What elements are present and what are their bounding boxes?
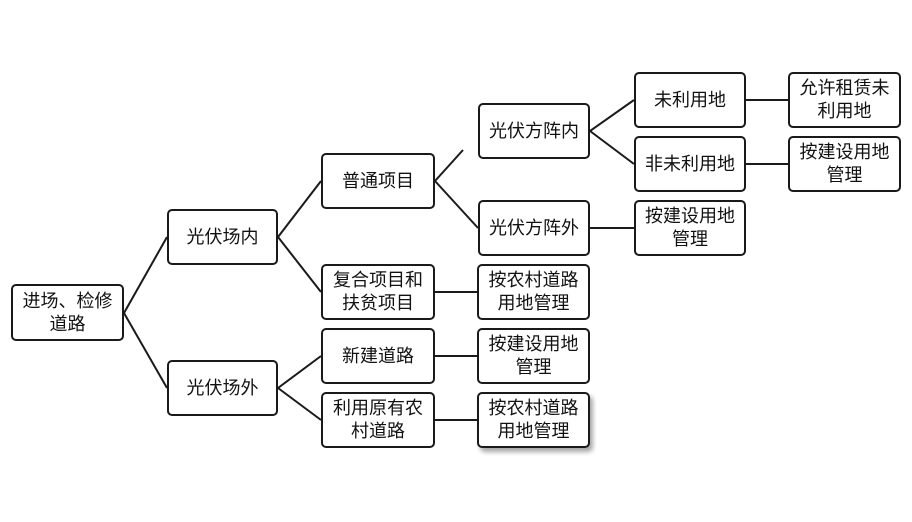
node-label: 按农村道路 用地管理	[488, 270, 579, 314]
node-label: 利用原有农 村道路	[333, 398, 423, 442]
node-reuse-road-rural-road-rule: 按农村道路 用地管理	[477, 392, 590, 448]
edge-root-pv-in	[123, 236, 168, 314]
node-reuse-rural-road: 利用原有农 村道路	[321, 392, 435, 448]
node-unused-land: 未利用地	[634, 72, 746, 128]
edge-array-in-unused	[589, 99, 635, 132]
node-pv-array-inside: 光伏方阵内	[478, 103, 590, 159]
node-pv-site-outside: 光伏场外	[167, 360, 278, 416]
node-array-outside-construction-rule: 按建设用地 管理	[634, 200, 746, 256]
edge-common-array-in	[434, 149, 464, 182]
edge-array-in-non-unused	[589, 130, 635, 165]
edge-pv-out-new-road	[277, 355, 322, 389]
node-label: 光伏场外	[186, 377, 259, 399]
node-common-project: 普通项目	[321, 153, 435, 209]
node-new-road: 新建道路	[321, 328, 435, 384]
edge-pv-in-composite	[277, 236, 322, 293]
node-label: 光伏方阵外	[489, 217, 579, 239]
node-non-unused-land: 非未利用地	[634, 136, 746, 192]
node-label: 进场、检修 道路	[22, 290, 113, 335]
node-label: 按建设用地 管理	[488, 334, 579, 378]
node-pv-site-inside: 光伏场内	[167, 209, 278, 265]
node-allow-lease-unused-land: 允许租赁未 利用地	[788, 72, 901, 128]
node-label: 按农村道路 用地管理	[488, 398, 579, 442]
node-label: 允许租赁未 利用地	[799, 78, 890, 122]
node-composite-rural-road-rule: 按农村道路 用地管理	[477, 264, 590, 320]
edge-pv-in-common	[277, 180, 322, 238]
node-composite-poverty-project: 复合项目和 扶贫项目	[321, 264, 435, 320]
node-label: 普通项目	[342, 170, 414, 192]
node-label: 光伏方阵内	[489, 120, 579, 142]
node-non-unused-construction-rule: 按建设用地 管理	[788, 136, 901, 192]
node-label: 非未利用地	[645, 153, 735, 175]
node-label: 按建设用地 管理	[645, 206, 735, 250]
edge-root-pv-out	[123, 312, 168, 389]
node-new-road-construction-rule: 按建设用地 管理	[477, 328, 590, 384]
edge-common-array-out	[434, 180, 479, 229]
node-pv-array-outside: 光伏方阵外	[478, 200, 590, 256]
node-label: 新建道路	[342, 345, 414, 367]
node-label: 光伏场内	[186, 226, 259, 248]
node-label: 未利用地	[654, 89, 726, 111]
edge-pv-out-reuse-road	[277, 387, 322, 421]
node-label: 复合项目和 扶贫项目	[333, 270, 423, 314]
node-label: 按建设用地 管理	[799, 142, 890, 186]
node-root-entry-maintenance-road: 进场、检修 道路	[11, 284, 124, 341]
